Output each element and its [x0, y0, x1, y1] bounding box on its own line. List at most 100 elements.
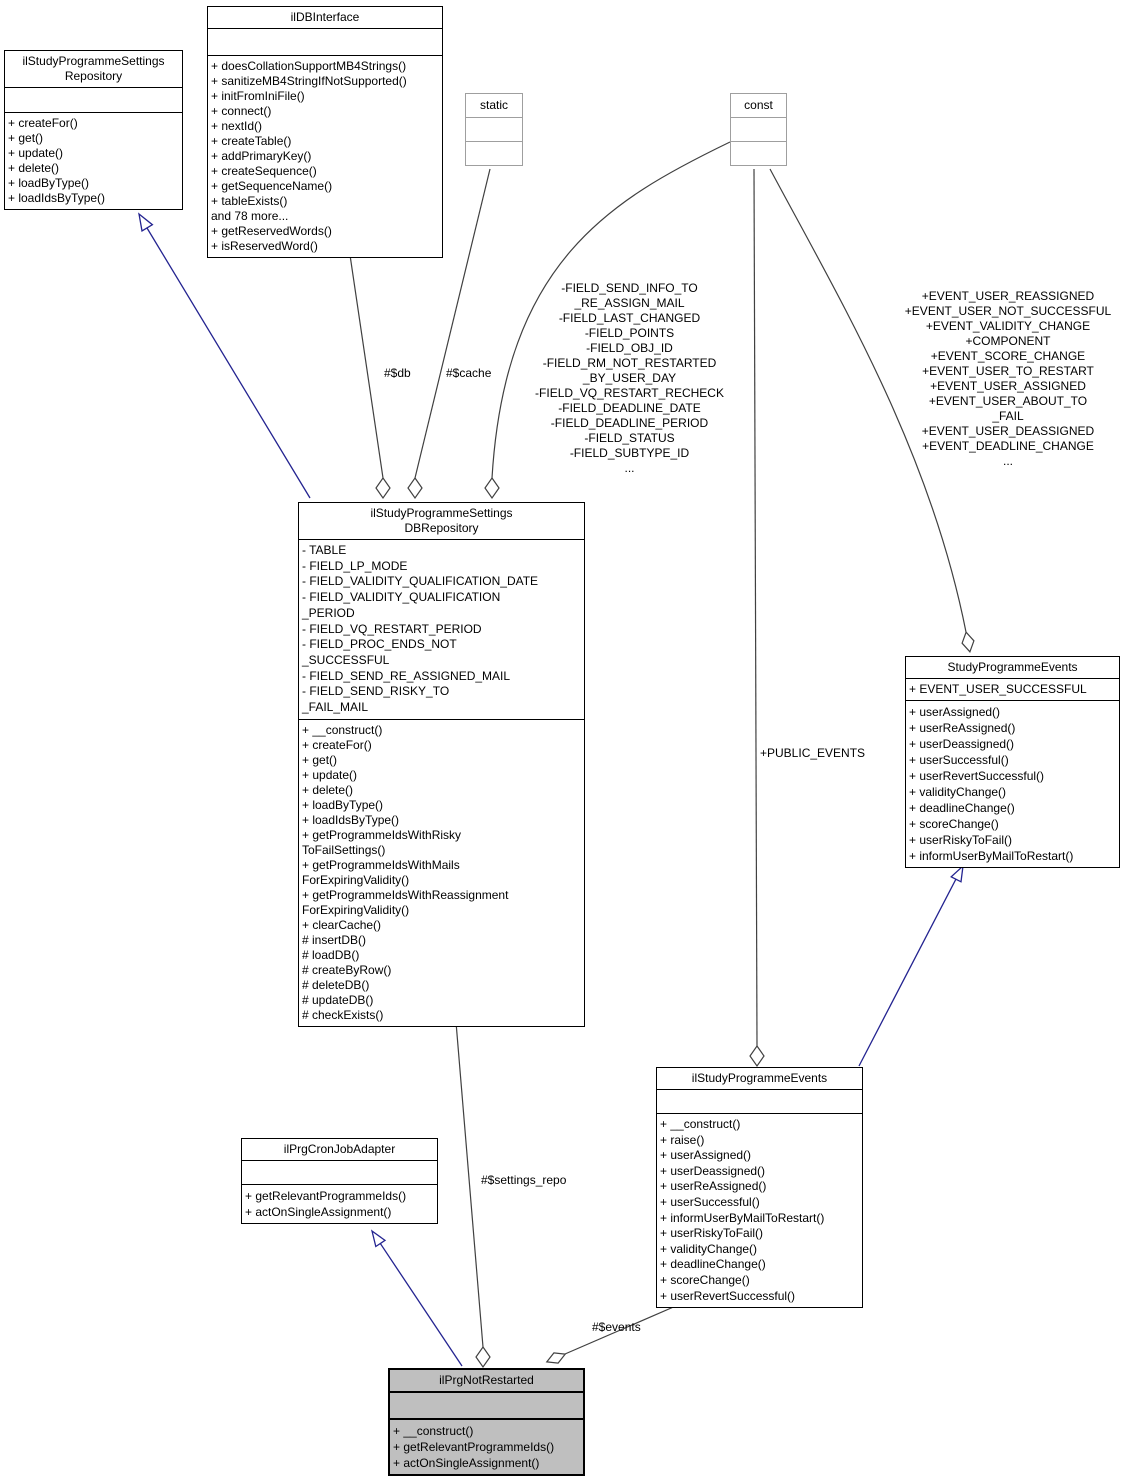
member-line: and 78 more... — [211, 209, 289, 223]
inheritance-arrowhead — [138, 212, 154, 232]
member-line: - FIELD_VALIDITY_QUALIFICATION_DATE — [302, 574, 539, 589]
member-line: + createFor() — [302, 737, 372, 752]
inheritance-arrowhead — [950, 864, 964, 883]
helper-title: const — [731, 94, 786, 118]
member-line: + getRelevantProgrammeIds() — [245, 1189, 407, 1203]
member-line: + raise() — [660, 1132, 705, 1147]
helper-title: static — [466, 94, 522, 118]
member-line: + __construct() — [302, 722, 383, 737]
helper-node-static: static — [465, 93, 523, 166]
member-line: + isReservedWord() — [211, 239, 318, 253]
class-ilstudyprogrammeevents[interactable]: ilStudyProgrammeEvents + __construct()+ … — [656, 1067, 863, 1309]
edge-label-cache: #$cache — [446, 366, 492, 380]
member-line: -FIELD_SEND_INFO_TO — [561, 281, 698, 295]
attributes-compartment — [208, 29, 442, 56]
member-line: + getSequenceName() — [211, 179, 333, 193]
member-line: -FIELD_DEADLINE_PERIOD — [550, 416, 709, 430]
member-line: # updateDB() — [302, 992, 374, 1007]
class-ilprgcronjobadapter[interactable]: ilPrgCronJobAdapter + getRelevantProgram… — [241, 1138, 438, 1224]
inheritance-edge-ilstudyprogrammeevents-studyprogrammeevents — [858, 878, 957, 1067]
member-line: # deleteDB() — [302, 977, 370, 992]
member-line: + get() — [8, 131, 44, 145]
member-line: + __construct() — [393, 1424, 474, 1438]
methods-compartment: + doesCollationSupportMB4Strings()+ sani… — [208, 56, 442, 257]
member-line: _PERIOD — [302, 605, 355, 620]
member-line: + sanitizeMB4StringIfNotSupported() — [211, 74, 407, 88]
member-line: + getRelevantProgrammeIds() — [393, 1440, 555, 1454]
member-line: + userReAssigned() — [660, 1179, 767, 1194]
member-line: -FIELD_DEADLINE_DATE — [558, 401, 701, 415]
member-line: +EVENT_USER_TO_RESTART — [922, 364, 1094, 378]
aggregation-diamond — [545, 1352, 567, 1364]
member-line: + doesCollationSupportMB4Strings() — [211, 59, 407, 73]
methods-compartment: + __construct()+ raise()+ userAssigned()… — [657, 1114, 862, 1307]
member-line: + userSuccessful() — [660, 1194, 760, 1209]
member-line: ForExpiringValidity() — [302, 902, 410, 917]
member-line: # insertDB() — [302, 932, 367, 947]
member-line: _BY_USER_DAY — [582, 371, 677, 385]
member-line: + validityChange() — [909, 785, 1007, 799]
member-line: # checkExists() — [302, 1007, 384, 1022]
member-line: - FIELD_LP_MODE — [302, 558, 408, 573]
member-line: Repository — [64, 69, 123, 83]
member-line: + getReservedWords() — [211, 224, 332, 238]
helper-empty-compartment — [466, 118, 522, 142]
member-line: + initFromIniFile() — [211, 89, 305, 103]
attributes-compartment — [657, 1090, 862, 1114]
member-line: - FIELD_SEND_RISKY_TO — [302, 684, 450, 699]
member-line: +EVENT_USER_DEASSIGNED — [921, 424, 1095, 438]
member-line: + actOnSingleAssignment() — [393, 1456, 540, 1470]
member-line: +COMPONENT — [965, 334, 1051, 348]
helper-empty-compartment — [466, 142, 522, 165]
member-line: -FIELD_STATUS — [584, 431, 675, 445]
member-line: ForExpiringValidity() — [302, 872, 410, 887]
member-line: +EVENT_VALIDITY_CHANGE — [925, 319, 1091, 333]
member-line: + deadlineChange() — [660, 1257, 766, 1272]
attributes-compartment — [5, 88, 182, 113]
aggregation-edge-ilstudyprogrammeevents-prgnotrestarted — [564, 1301, 686, 1355]
member-line: + informUserByMailToRestart() — [909, 849, 1074, 863]
member-line: -FIELD_OBJ_ID — [586, 341, 673, 355]
member-line: + getProgrammeIdsWithMails — [302, 857, 460, 872]
member-line: + getProgrammeIdsWithRisky — [302, 827, 462, 842]
member-line: + createFor() — [8, 116, 78, 130]
member-line: - FIELD_VALIDITY_QUALIFICATION — [302, 590, 501, 605]
member-line: + getProgrammeIdsWithReassignment — [302, 887, 509, 902]
member-line: + tableExists() — [211, 194, 288, 208]
member-line: ToFailSettings() — [302, 842, 386, 857]
class-title: ilPrgNotRestarted — [390, 1370, 583, 1393]
class-studyprogrammeevents[interactable]: StudyProgrammeEvents + EVENT_USER_SUCCES… — [905, 656, 1120, 868]
member-line: -FIELD_RM_NOT_RESTARTED — [542, 356, 717, 370]
member-line: + createSequence() — [211, 164, 317, 178]
class-ildbinterface[interactable]: ilDBInterface + doesCollationSupportMB4S… — [207, 6, 443, 258]
member-line: + validityChange() — [660, 1241, 758, 1256]
member-line: # loadDB() — [302, 947, 360, 962]
member-line: + loadIdsByType() — [8, 191, 106, 205]
aggregation-edge-dbrepository-prgnotrestarted — [454, 1009, 484, 1348]
attributes-compartment: - TABLE- FIELD_LP_MODE- FIELD_VALIDITY_Q… — [299, 540, 584, 720]
member-line: + __construct() — [660, 1117, 741, 1131]
member-line: + userSuccessful() — [909, 753, 1009, 767]
helper-empty-compartment — [731, 142, 786, 165]
edge-label-const-events: +EVENT_USER_REASSIGNED+EVENT_USER_NOT_SU… — [888, 289, 1128, 469]
member-line: + delete() — [302, 782, 354, 797]
member-line: ilStudyProgrammeSettings — [22, 54, 165, 68]
member-line: +EVENT_USER_ABOUT_TO — [928, 394, 1088, 408]
member-line: _FAIL — [992, 409, 1024, 423]
member-line: + loadIdsByType() — [302, 812, 400, 827]
member-line: + update() — [8, 146, 64, 160]
member-line: + scoreChange() — [909, 817, 999, 831]
member-line: + actOnSingleAssignment() — [245, 1205, 392, 1219]
edge-label-settings-repo: #$settings_repo — [481, 1173, 567, 1187]
member-line: + loadByType() — [302, 797, 384, 812]
methods-compartment: + __construct() + getRelevantProgrammeIds… — [390, 1420, 583, 1474]
member-line: + informUserByMailToRestart() — [660, 1210, 825, 1225]
edge-label-events: #$events — [592, 1320, 641, 1334]
member-line: + userDeassigned() — [909, 737, 1015, 751]
aggregation-edge-static-dbrepository — [414, 168, 491, 479]
